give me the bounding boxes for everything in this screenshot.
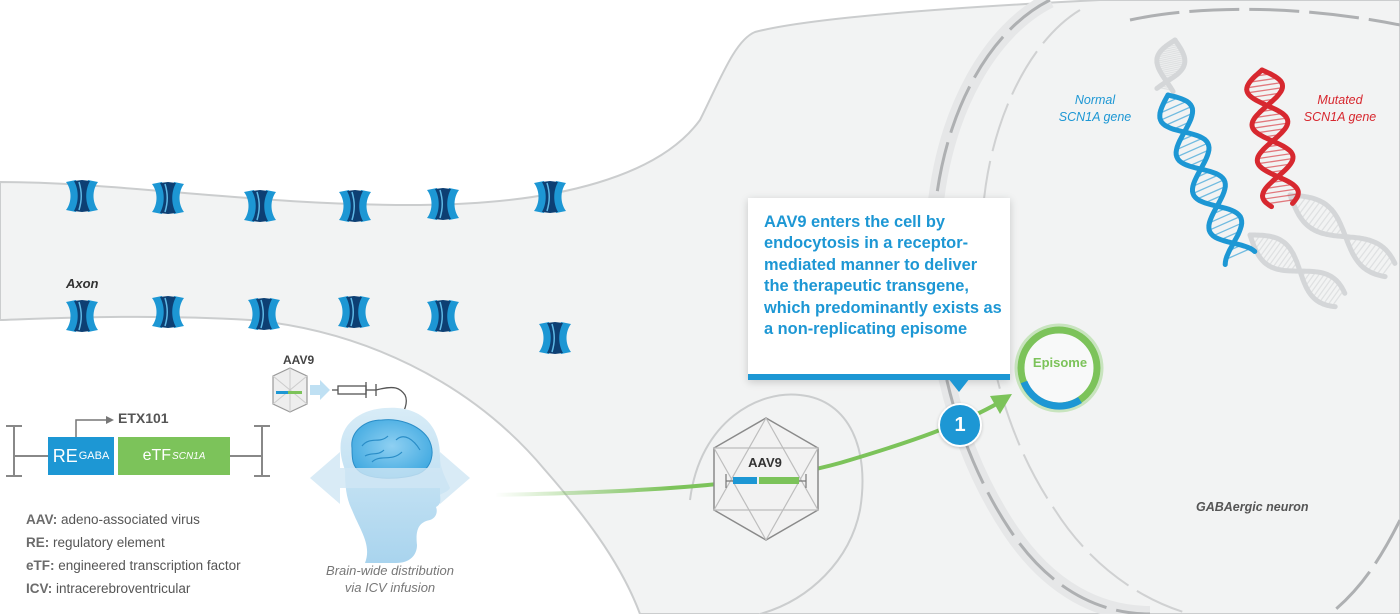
dna-strand-mutated: [1244, 67, 1301, 210]
construct-name: ETX101: [118, 410, 169, 426]
callout-text: AAV9 enters the cell by endocytosis in a…: [764, 213, 1002, 339]
episome-ring: [1014, 323, 1104, 413]
legend-item: ICV: intracerebroventricular: [26, 581, 191, 596]
mutated-gene-label: Mutated SCN1A gene: [1290, 92, 1390, 126]
brain-caption: Brain-wide distribution via ICV infusion: [300, 562, 480, 596]
normal-gene-label: Normal SCN1A gene: [1040, 92, 1150, 126]
ion-channel: [66, 300, 98, 332]
dna-strand-normal: [1157, 92, 1258, 267]
aav9-capsid-small: [272, 367, 308, 413]
ion-channel: [152, 296, 184, 328]
promoter-arrow: [75, 416, 114, 437]
re-label: RE: [52, 445, 78, 466]
ion-channel: [427, 300, 459, 332]
ion-channel: [338, 296, 370, 328]
normal-gene-line2: SCN1A gene: [1058, 110, 1132, 124]
transport-arrowhead: [990, 394, 1012, 414]
brain-caption-line1: Brain-wide distribution: [326, 563, 454, 578]
distribution-arrow: [310, 452, 470, 504]
ion-channels: [66, 180, 571, 354]
ion-channel: [534, 181, 566, 213]
mutated-gene-line1: Mutated: [1317, 93, 1363, 107]
head-silhouette: [340, 407, 450, 563]
callout-pointer: [948, 378, 970, 392]
axon-label: Axon: [66, 276, 99, 291]
ion-channel: [66, 180, 98, 212]
normal-gene-line1: Normal: [1074, 93, 1116, 107]
dna-strand-gray: [1247, 232, 1348, 310]
ion-channel: [244, 190, 276, 222]
legend-item: AAV: adeno-associated virus: [26, 512, 200, 527]
capsid-label: AAV9: [748, 455, 782, 470]
ion-channel: [539, 322, 571, 354]
neuron-label: GABAergic neuron: [1196, 500, 1309, 514]
episome-label: Episome: [1032, 355, 1088, 370]
ion-channel: [427, 188, 459, 220]
injection-arrow: [310, 380, 330, 400]
construct-itrs: [6, 425, 270, 477]
aav9-capsid-large: [713, 417, 819, 541]
dna-strand-gray: [1287, 192, 1398, 280]
brain-caption-line2: via ICV infusion: [344, 580, 436, 595]
mutated-gene-line2: SCN1A gene: [1303, 110, 1377, 124]
etf-label: eTF: [142, 447, 172, 464]
dna-strand-gray: [1154, 37, 1188, 95]
abbreviation-legend: AAV: adeno-associated virus RE: regulato…: [26, 508, 241, 600]
legend-item: RE: regulatory element: [26, 535, 165, 550]
step-number-badge: 1: [938, 403, 982, 447]
etf-superscript: SCN1A: [172, 450, 206, 462]
ion-channel: [152, 182, 184, 214]
aav9-vector-label: AAV9: [283, 353, 315, 367]
step-callout: AAV9 enters the cell by endocytosis in a…: [748, 198, 1010, 380]
ion-channel: [248, 298, 280, 330]
dna-helices: [1154, 37, 1398, 310]
ion-channel: [339, 190, 371, 222]
legend-item: eTF: engineered transcription factor: [26, 558, 241, 573]
re-superscript: GABA: [78, 450, 110, 462]
